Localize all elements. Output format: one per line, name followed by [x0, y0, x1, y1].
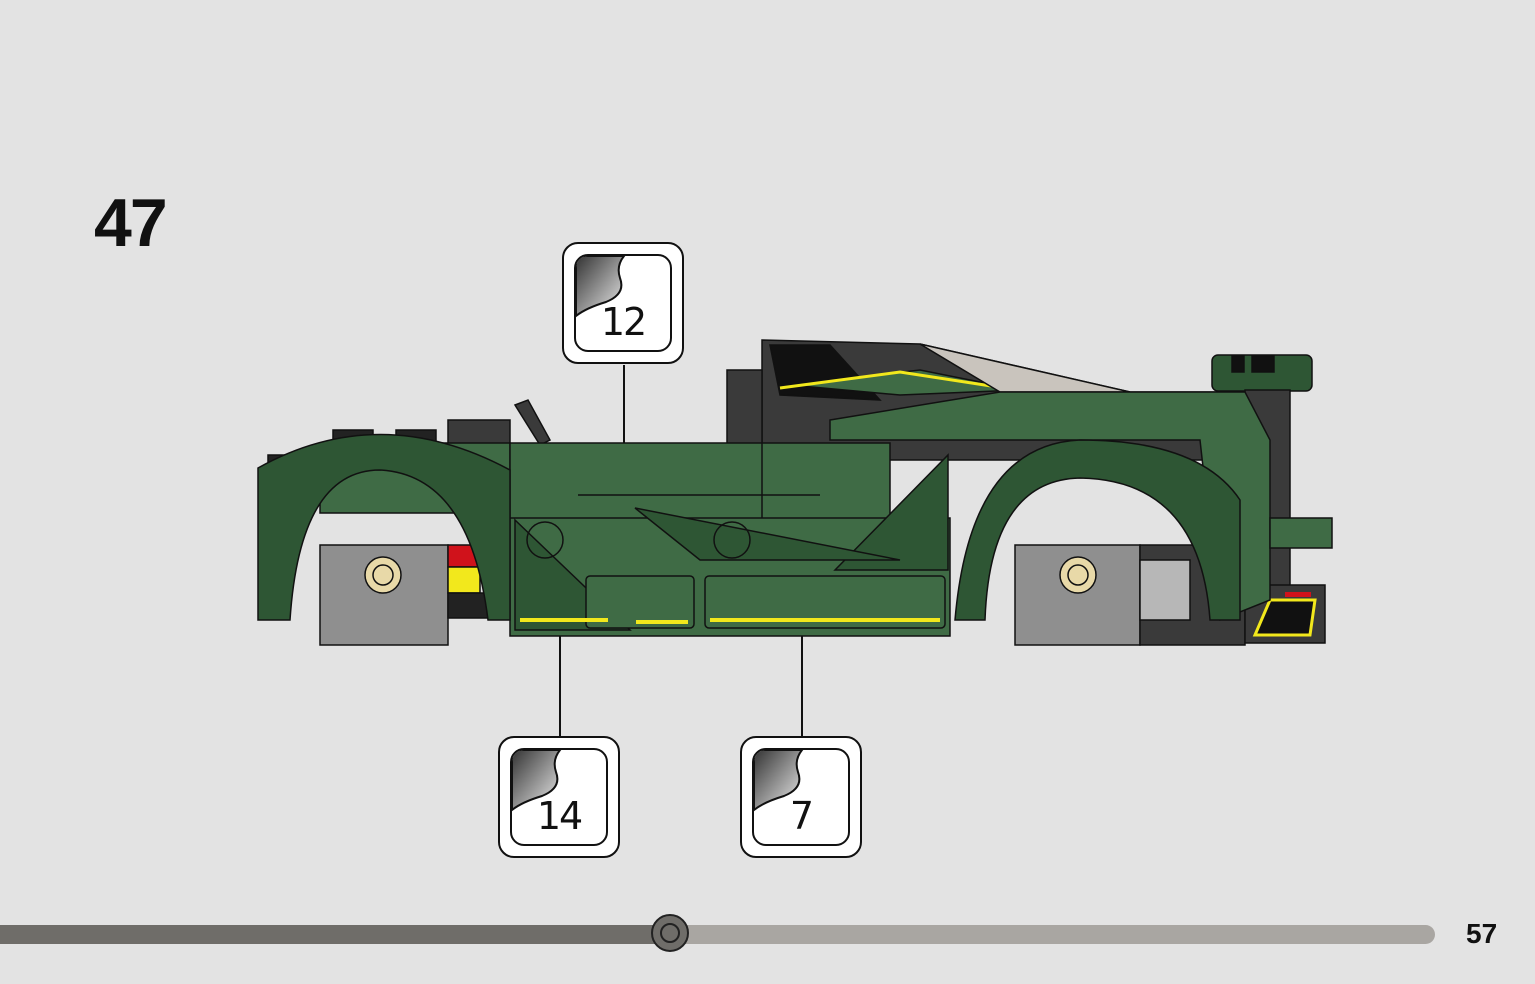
progress-bar[interactable]: [0, 925, 1435, 944]
sticker-sheet-icon: [754, 750, 804, 812]
step-number: 47: [94, 185, 168, 261]
wheel-hub-icon: [364, 556, 1097, 594]
page-number: 57: [1466, 918, 1498, 949]
sticker-sheet-icon: [576, 256, 626, 318]
sticker-sheet-icon: [512, 750, 562, 812]
sticker-callout-14: 14: [498, 736, 620, 858]
sticker-quantity: 7: [789, 794, 814, 838]
sticker-quantity: 14: [536, 794, 583, 838]
sticker-quantity: 12: [600, 300, 647, 344]
progress-bar-fill: [0, 925, 670, 944]
car-front-details: [267, 399, 1326, 646]
car-body: [319, 391, 1333, 637]
sticker-callout-7: 7: [740, 736, 862, 858]
sticker-callout-12: 12: [562, 242, 684, 364]
wheel-arches: [257, 433, 1241, 621]
progress-bar-handle[interactable]: [651, 914, 689, 952]
